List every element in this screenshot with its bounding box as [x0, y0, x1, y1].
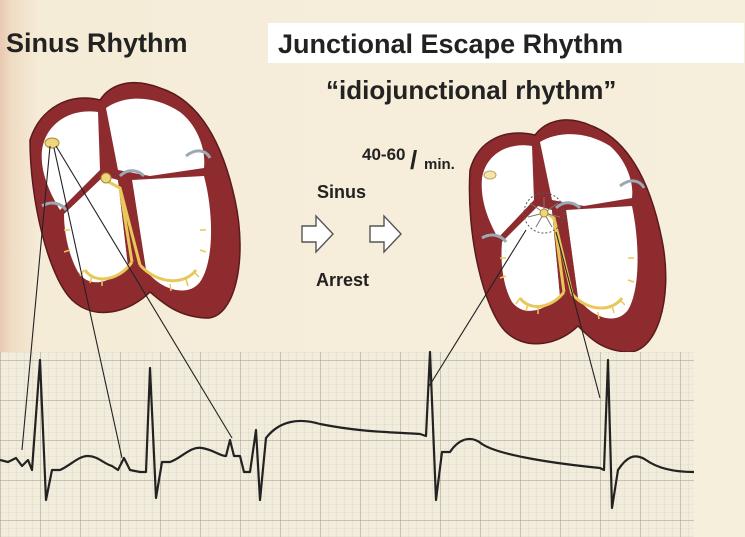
connector-sa-to-p1: [21, 145, 51, 451]
left-valve-tricuspid: [118, 169, 146, 178]
right-av-junction-focus: [523, 192, 565, 234]
right-sa-node: [483, 170, 497, 180]
right-title: Junctional Escape Rhythm: [278, 29, 623, 59]
right-left-atrium-chamber: [540, 134, 633, 206]
left-heart-diagram: [29, 81, 241, 319]
right-valve-pulmonary: [481, 233, 508, 243]
right-junction-rays: [527, 197, 561, 228]
connector-sa-to-p2: [53, 147, 123, 459]
left-ventricle-left-chamber: [64, 176, 128, 283]
ecg-trace: [0, 350, 695, 510]
right-valve-mitral: [619, 179, 646, 189]
right-av-node: [539, 208, 549, 218]
connector-junction-to-qrs1: [427, 229, 527, 389]
right-atria-chamber: [481, 145, 534, 238]
connector-lines: [21, 145, 601, 459]
transition-top-label: Sinus: [317, 182, 366, 202]
arrow-2-icon: [369, 214, 402, 254]
left-title: Sinus Rhythm: [6, 28, 188, 58]
connector-sa-to-p3: [55, 145, 233, 439]
ecg-grid: [0, 352, 694, 537]
left-ventricle-right-chamber: [132, 176, 212, 291]
right-ventricle-right-chamber: [566, 206, 638, 319]
arrow-1-icon: [301, 214, 334, 254]
left-av-node: [100, 172, 112, 184]
transition-group: Sinus Arrest: [301, 182, 402, 290]
left-conduction-bundle: [83, 178, 198, 283]
right-purkinje-fibers: [499, 257, 635, 320]
right-valve-tricuspid: [554, 201, 582, 210]
left-sa-node: [44, 137, 60, 149]
connector-junction-to-qrs2: [555, 231, 601, 399]
right-subtitle: “idiojunctional rhythm”: [326, 75, 616, 105]
left-atria-chamber: [41, 111, 100, 210]
ecg-strip: [0, 350, 695, 537]
right-heart-diagram: [468, 119, 667, 353]
rate-slash: /: [410, 145, 417, 175]
right-ventricle-left-chamber: [501, 206, 560, 311]
left-right-atrium-chamber: [106, 98, 205, 176]
rate-unit: min.: [424, 156, 455, 173]
left-valve-mitral: [185, 149, 212, 159]
right-title-highlight: [268, 23, 744, 63]
right-conduction-bundle: [518, 210, 624, 310]
transition-bottom-label: Arrest: [316, 270, 369, 290]
rate-label: 40-60 / min.: [362, 145, 455, 175]
left-purkinje-fibers: [63, 229, 207, 292]
rate-value: 40-60: [362, 145, 405, 164]
